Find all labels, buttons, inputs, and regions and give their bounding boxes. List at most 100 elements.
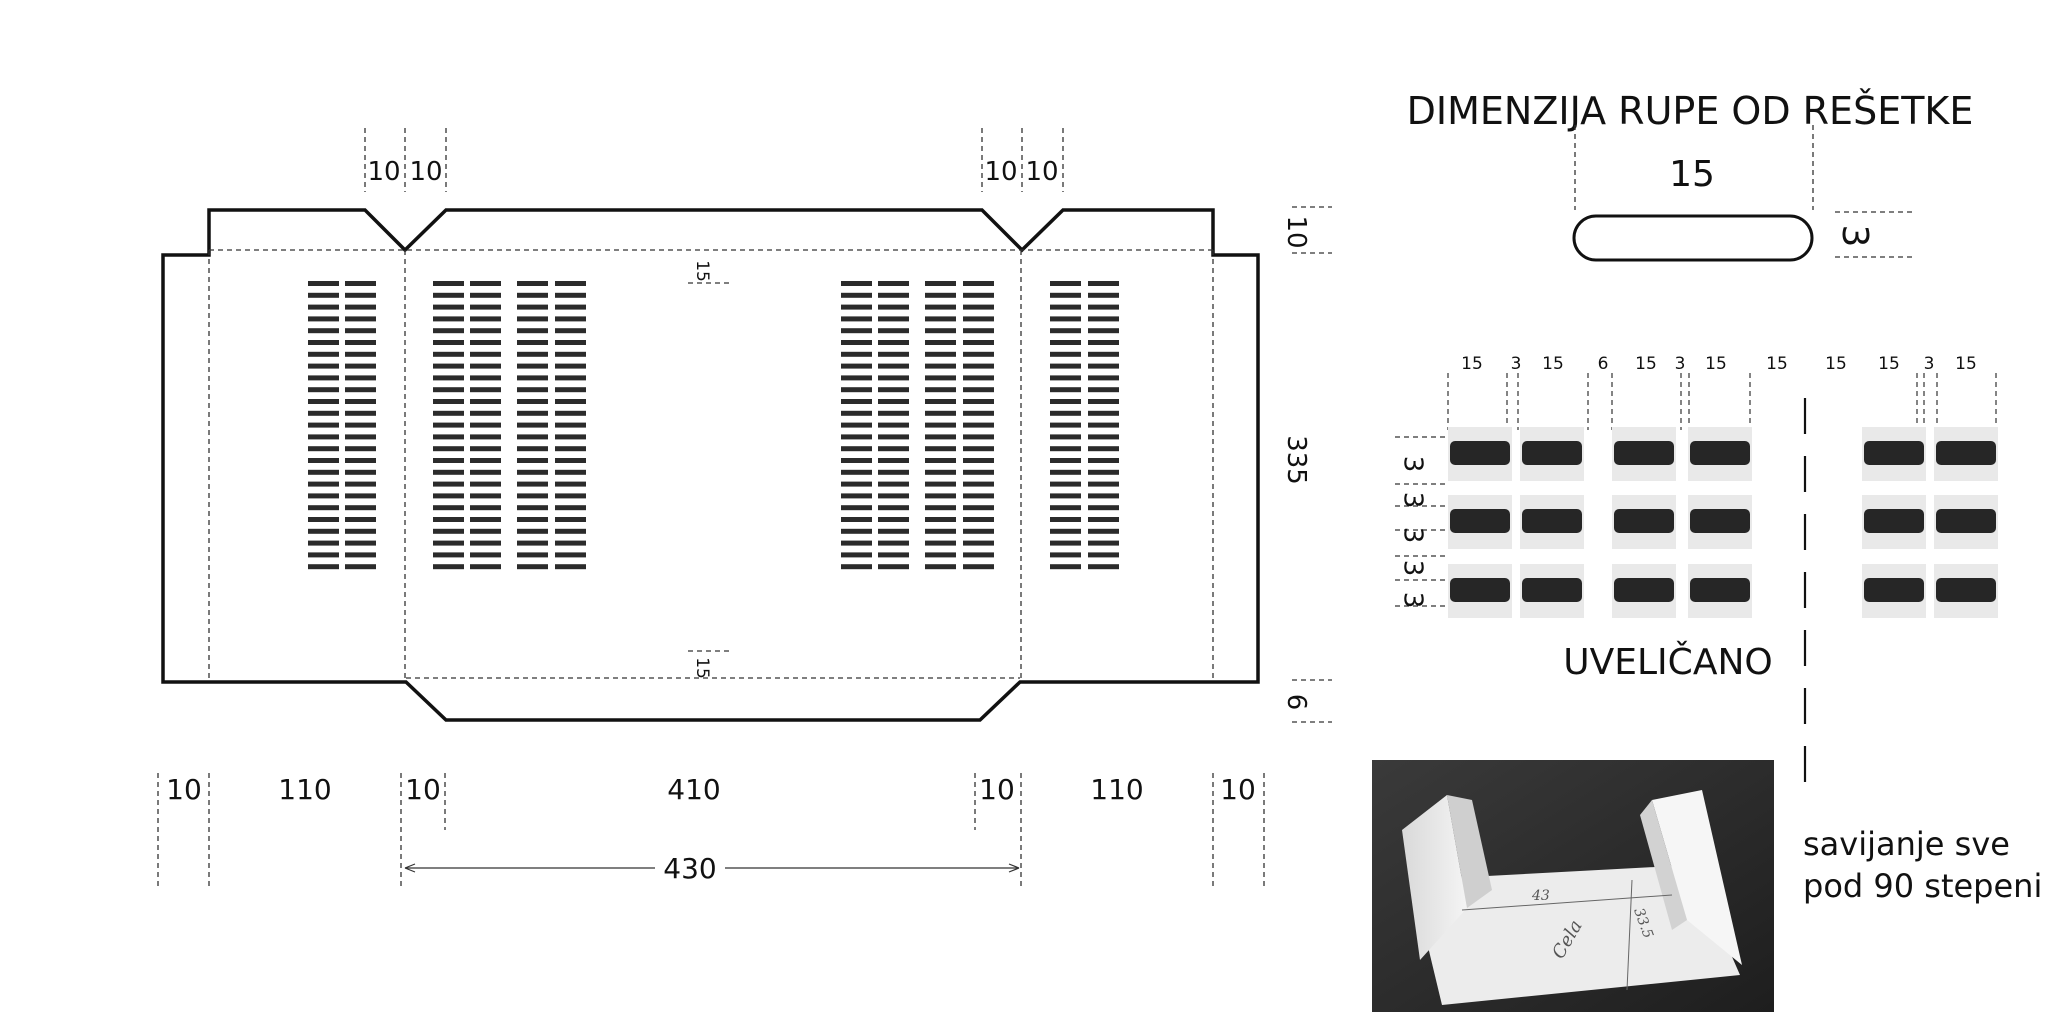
vent-slot bbox=[1088, 517, 1119, 522]
vent-slot bbox=[433, 281, 464, 286]
slot-title: DIMENZIJA RUPE OD REŠETKE bbox=[1407, 89, 1974, 133]
vent-slot bbox=[963, 363, 994, 369]
vent-slot bbox=[308, 281, 339, 286]
mag-slot bbox=[1864, 509, 1924, 533]
dim-inner-bottom-margin: 15 bbox=[692, 657, 712, 679]
vent-slot bbox=[517, 458, 548, 463]
vent-slot bbox=[433, 469, 464, 475]
vent-slot bbox=[433, 387, 464, 393]
vent-slot bbox=[517, 505, 548, 511]
slot-length-dim: 15 bbox=[1669, 154, 1715, 195]
bend-note-line1: savijanje sve bbox=[1803, 825, 2010, 863]
vent-slot bbox=[517, 281, 548, 286]
dim-right-height: 335 bbox=[1281, 435, 1311, 485]
vent-slot bbox=[963, 316, 994, 322]
vent-slot bbox=[470, 304, 501, 310]
fold-lines bbox=[157, 128, 1332, 890]
vent-slot bbox=[925, 387, 956, 393]
vent-slot bbox=[841, 351, 872, 357]
vent-slot bbox=[1088, 304, 1119, 310]
vent-slot bbox=[878, 446, 909, 452]
mag-slot bbox=[1450, 578, 1510, 602]
vent-slot bbox=[433, 481, 464, 487]
vent-slot bbox=[1050, 316, 1081, 322]
vent-slot bbox=[345, 505, 376, 511]
vent-slot bbox=[1050, 340, 1081, 345]
vent-slot bbox=[925, 458, 956, 463]
vent-slot bbox=[841, 434, 872, 440]
magnified-label: UVELIČANO bbox=[1563, 641, 1772, 683]
vent-slot bbox=[308, 399, 339, 404]
vent-slot bbox=[345, 316, 376, 322]
vent-slot bbox=[1088, 316, 1119, 322]
vent-slot bbox=[878, 434, 909, 440]
vent-slot bbox=[925, 422, 956, 428]
vent-slot bbox=[878, 351, 909, 357]
vent-slot bbox=[433, 505, 464, 511]
vent-slot bbox=[841, 552, 872, 558]
vent-slot bbox=[1050, 351, 1081, 357]
dim-bottom-4: 10 bbox=[979, 773, 1015, 806]
vent-slot bbox=[470, 528, 501, 534]
vent-slot bbox=[470, 281, 501, 286]
span-dimension bbox=[404, 863, 1020, 873]
vent-slot bbox=[555, 528, 586, 534]
vent-slot bbox=[963, 434, 994, 440]
vent-slot bbox=[470, 292, 501, 298]
vent-slot bbox=[841, 540, 872, 546]
vent-slot bbox=[925, 552, 956, 558]
vent-slot bbox=[345, 375, 376, 381]
vent-slot bbox=[1088, 399, 1119, 404]
vent-slot bbox=[517, 517, 548, 522]
vent-slot bbox=[963, 422, 994, 428]
vent-slot bbox=[841, 564, 872, 570]
vent-slot bbox=[878, 304, 909, 310]
vent-slot bbox=[555, 517, 586, 522]
vent-slot bbox=[308, 552, 339, 558]
vent-slot bbox=[878, 458, 909, 463]
vent-slot bbox=[517, 304, 548, 310]
mag-slot bbox=[1450, 509, 1510, 533]
vent-slot bbox=[963, 410, 994, 416]
vent-slot bbox=[1050, 481, 1081, 487]
mag-slot bbox=[1936, 578, 1996, 602]
vent-slot bbox=[925, 540, 956, 546]
vent-slot bbox=[1088, 458, 1119, 463]
mag-col-dim: 15 bbox=[1878, 354, 1900, 374]
dim-top-left-b: 10 bbox=[409, 157, 442, 187]
vent-slot bbox=[555, 292, 586, 298]
vent-slot bbox=[345, 387, 376, 393]
vent-slot bbox=[308, 434, 339, 440]
vent-slot bbox=[555, 469, 586, 475]
vent-slot bbox=[878, 375, 909, 381]
vent-slot bbox=[878, 387, 909, 393]
mag-col-dim: 15 bbox=[1542, 354, 1564, 374]
vent-slot bbox=[555, 505, 586, 511]
vent-slot bbox=[1050, 446, 1081, 452]
vent-slot bbox=[841, 399, 872, 404]
vent-slot bbox=[517, 481, 548, 487]
vent-slot bbox=[517, 316, 548, 322]
vent-slot bbox=[1088, 564, 1119, 570]
vent-slot bbox=[308, 292, 339, 298]
vent-slot bbox=[841, 458, 872, 463]
vent-slot bbox=[841, 363, 872, 369]
vent-slot bbox=[345, 564, 376, 570]
vent-slot bbox=[878, 328, 909, 334]
vent-slot bbox=[345, 410, 376, 416]
vent-slot bbox=[555, 363, 586, 369]
vent-slot bbox=[1088, 434, 1119, 440]
vent-slot bbox=[555, 481, 586, 487]
vent-slot bbox=[963, 469, 994, 475]
vent-slot bbox=[925, 304, 956, 310]
vent-slot bbox=[963, 528, 994, 534]
vent-slot bbox=[841, 528, 872, 534]
vent-slot bbox=[925, 363, 956, 369]
vent-slot bbox=[878, 552, 909, 558]
vent-slot bbox=[470, 505, 501, 511]
vent-slot bbox=[925, 481, 956, 487]
slot-shape bbox=[1572, 214, 1814, 262]
vent-slot bbox=[925, 340, 956, 345]
vent-slot bbox=[433, 564, 464, 570]
vent-slot bbox=[345, 469, 376, 475]
